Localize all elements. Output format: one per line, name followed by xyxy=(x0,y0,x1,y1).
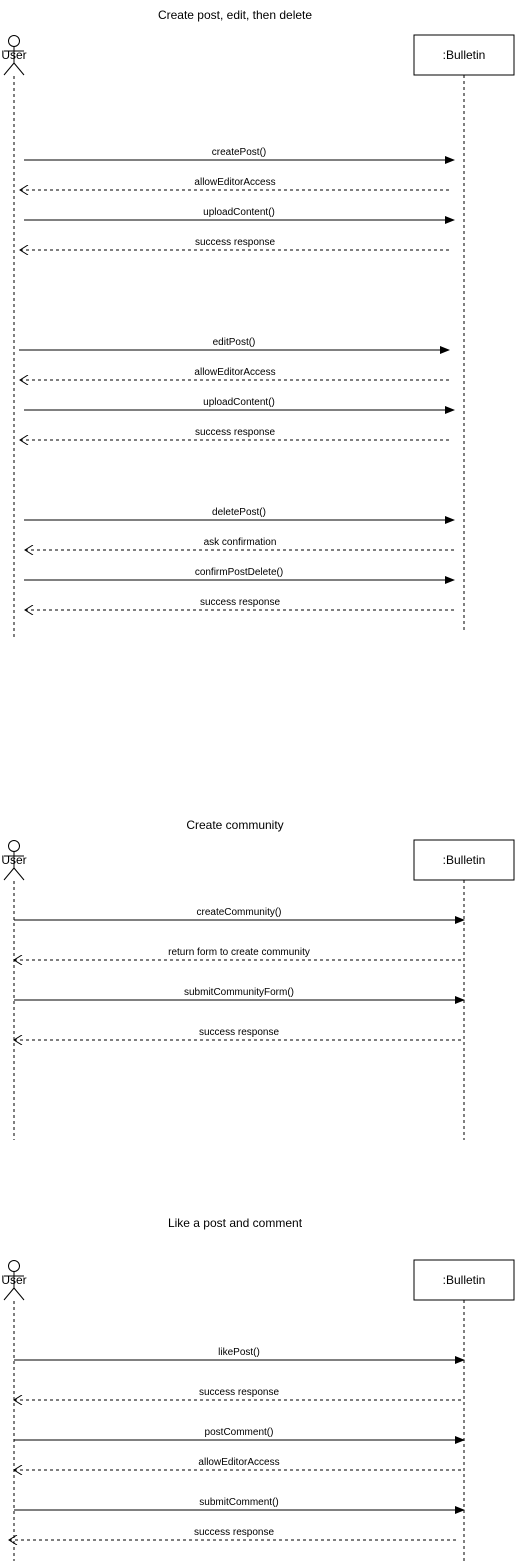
message-label: success response xyxy=(195,427,275,438)
diagram-title: Create community xyxy=(186,818,283,832)
message-label: confirmPostDelete() xyxy=(195,567,283,578)
call-message: createPost() xyxy=(24,147,455,164)
message-label: success response xyxy=(194,1527,274,1538)
message-label: postComment() xyxy=(205,1427,274,1438)
call-message: confirmPostDelete() xyxy=(24,567,455,584)
message-label: allowEditorAccess xyxy=(194,367,275,378)
actor-label: User xyxy=(1,1273,26,1287)
message-label: allowEditorAccess xyxy=(194,177,275,188)
actor-label: User xyxy=(1,48,26,62)
return-message: success response xyxy=(25,597,455,610)
message-label: editPost() xyxy=(213,337,256,348)
participant-label: :Bulletin xyxy=(443,853,486,867)
call-message: createCommunity() xyxy=(14,907,465,924)
diagram-title: Like a post and comment xyxy=(168,1216,303,1230)
message-label: createPost() xyxy=(212,147,266,158)
user-actor-icon xyxy=(3,35,25,76)
participant-label: :Bulletin xyxy=(443,1273,486,1287)
actor-label: User xyxy=(1,853,26,867)
message-label: createCommunity() xyxy=(196,907,281,918)
return-message: success response xyxy=(20,237,450,250)
message-label: deletePost() xyxy=(212,507,266,518)
call-message: submitCommunityForm() xyxy=(14,987,465,1004)
message-label: success response xyxy=(195,237,275,248)
return-message: allowEditorAccess xyxy=(20,367,450,380)
return-message: success response xyxy=(14,1027,464,1040)
message-label: success response xyxy=(199,1027,279,1038)
message-label: return form to create community xyxy=(168,947,310,958)
message-label: success response xyxy=(199,1387,279,1398)
participant-box xyxy=(413,1259,515,1301)
participant-label: :Bulletin xyxy=(443,48,486,62)
call-message: deletePost() xyxy=(24,507,455,524)
call-message: editPost() xyxy=(19,337,450,354)
message-label: uploadContent() xyxy=(203,207,275,218)
message-label: allowEditorAccess xyxy=(198,1457,279,1468)
return-message: success response xyxy=(20,427,450,440)
message-label: submitCommunityForm() xyxy=(184,987,294,998)
return-message: success response xyxy=(9,1527,459,1540)
return-message: success response xyxy=(14,1387,464,1400)
user-actor-icon xyxy=(3,840,25,881)
message-label: uploadContent() xyxy=(203,397,275,408)
message-label: success response xyxy=(200,597,280,608)
return-message: allowEditorAccess xyxy=(14,1457,464,1470)
call-message: uploadContent() xyxy=(24,397,455,414)
user-actor-icon xyxy=(3,1260,25,1301)
call-message: likePost() xyxy=(14,1347,465,1364)
participant-box xyxy=(413,34,515,76)
return-message: return form to create community xyxy=(14,947,464,960)
call-message: uploadContent() xyxy=(24,207,455,224)
return-message: ask confirmation xyxy=(25,537,455,550)
message-label: likePost() xyxy=(218,1347,260,1358)
return-message: allowEditorAccess xyxy=(20,177,450,190)
call-message: postComment() xyxy=(14,1427,465,1444)
call-message: submitComment() xyxy=(14,1497,465,1514)
message-label: submitComment() xyxy=(199,1497,278,1508)
message-label: ask confirmation xyxy=(204,537,277,548)
diagram-title: Create post, edit, then delete xyxy=(158,8,312,22)
